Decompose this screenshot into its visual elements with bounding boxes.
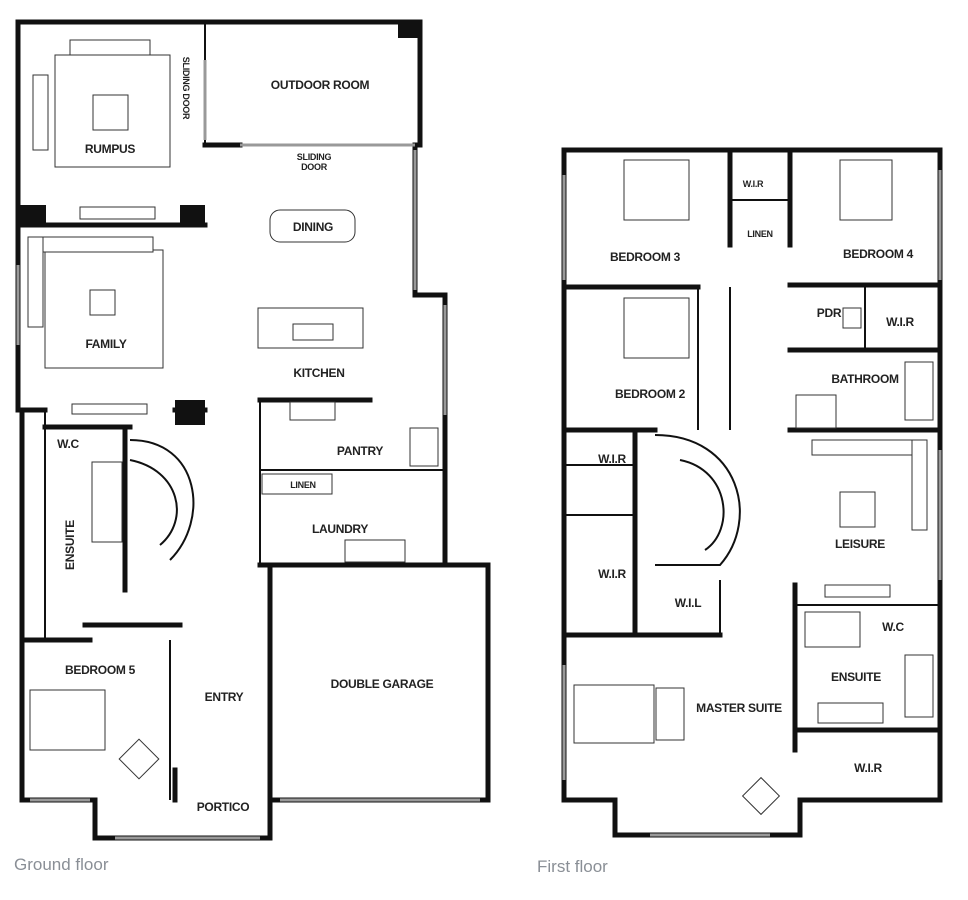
staircase xyxy=(654,434,741,566)
sofa xyxy=(811,439,928,456)
room-label-laundry: LAUNDRY xyxy=(312,522,368,536)
sofa xyxy=(69,39,151,56)
tv-unit xyxy=(824,584,891,598)
room-label-wir: W.I.R xyxy=(598,452,626,466)
room-label-double-garage: DOUBLE GARAGE xyxy=(331,677,434,691)
sofa xyxy=(911,439,928,531)
room-label-bedroom-3: BEDROOM 3 xyxy=(610,250,681,264)
room-label-portico: PORTICO xyxy=(197,800,250,814)
shower xyxy=(91,461,123,543)
bed xyxy=(839,159,893,221)
first-floor-caption: First floor xyxy=(537,857,608,876)
sofa xyxy=(27,236,154,253)
bed xyxy=(623,297,690,359)
room-label-bedroom-2: BEDROOM 2 xyxy=(615,387,686,401)
room-label-bedroom-5: BEDROOM 5 xyxy=(65,663,136,677)
fridge xyxy=(409,427,439,467)
room-label-dining: DINING xyxy=(293,220,333,234)
room-label-ensuite: ENSUITE xyxy=(63,520,77,570)
room-label-rumpus: RUMPUS xyxy=(85,142,135,156)
staircase xyxy=(679,459,725,551)
bed xyxy=(29,689,106,751)
armchair xyxy=(655,687,685,741)
room-label-outdoor-room: OUTDOOR ROOM xyxy=(271,78,370,92)
column xyxy=(398,20,422,38)
armchair xyxy=(118,738,160,780)
room-label-wir: W.I.R xyxy=(886,315,914,329)
armchair xyxy=(741,776,781,816)
room-label-pdr: PDR xyxy=(817,306,842,320)
room-label-family: FAMILY xyxy=(85,337,126,351)
room-label-wir: W.I.R xyxy=(598,567,626,581)
vanity xyxy=(817,702,884,724)
basin xyxy=(842,307,862,329)
bed xyxy=(573,684,655,744)
bath xyxy=(904,654,934,718)
room-label-leisure: LEISURE xyxy=(835,537,885,551)
room-label-sliding-door: DOOR xyxy=(301,162,328,172)
ottoman xyxy=(839,491,876,528)
room-label-pantry: PANTRY xyxy=(337,444,383,458)
cooktop xyxy=(289,401,336,421)
room-label-wir: W.I.R xyxy=(854,761,882,775)
bed xyxy=(623,159,690,221)
room-label-wil: W.I.L xyxy=(675,596,702,610)
room-label-bedroom-4: BEDROOM 4 xyxy=(843,247,914,261)
room-label-sliding-door: SLIDING xyxy=(297,152,332,162)
bath xyxy=(904,361,934,421)
room-label-linen: LINEN xyxy=(290,480,316,490)
sink xyxy=(292,323,334,341)
room-label-entry: ENTRY xyxy=(205,690,244,704)
tv-unit xyxy=(79,206,156,220)
dining-table xyxy=(269,209,356,243)
room-label-wc: W.C xyxy=(57,437,79,451)
ottoman xyxy=(92,94,129,131)
column xyxy=(175,400,205,425)
room-label-bathroom: BATHROOM xyxy=(831,372,899,386)
laundry-tub xyxy=(344,539,406,563)
ground-floor-plan: OUTDOOR ROOM SLIDING DOOR RUMPUS SLIDING… xyxy=(14,19,491,874)
column xyxy=(180,205,205,227)
room-label-kitchen: KITCHEN xyxy=(293,366,344,380)
room-label-linen: LINEN xyxy=(747,229,773,239)
ottoman xyxy=(89,289,116,316)
column xyxy=(18,205,46,227)
room-label-sliding-door: SLIDING DOOR xyxy=(181,57,191,120)
sofa xyxy=(32,74,49,151)
shower xyxy=(795,394,837,429)
room-label-master-suite: MASTER SUITE xyxy=(696,701,782,715)
sofa xyxy=(27,236,44,328)
tv-unit xyxy=(71,403,148,415)
shower xyxy=(804,611,861,648)
room-label-ensuite: ENSUITE xyxy=(831,670,881,684)
linen-cupboard xyxy=(261,473,333,495)
staircase xyxy=(129,439,195,561)
staircase xyxy=(129,459,178,546)
first-floor-plan: W.I.R BEDROOM 3 LINEN BEDROOM 4 PDR W.I.… xyxy=(537,147,943,876)
first-outer-wall xyxy=(561,147,943,838)
room-label-wc: W.C xyxy=(882,620,904,634)
ground-floor-caption: Ground floor xyxy=(14,855,109,874)
room-label-wir: W.I.R xyxy=(743,179,764,189)
